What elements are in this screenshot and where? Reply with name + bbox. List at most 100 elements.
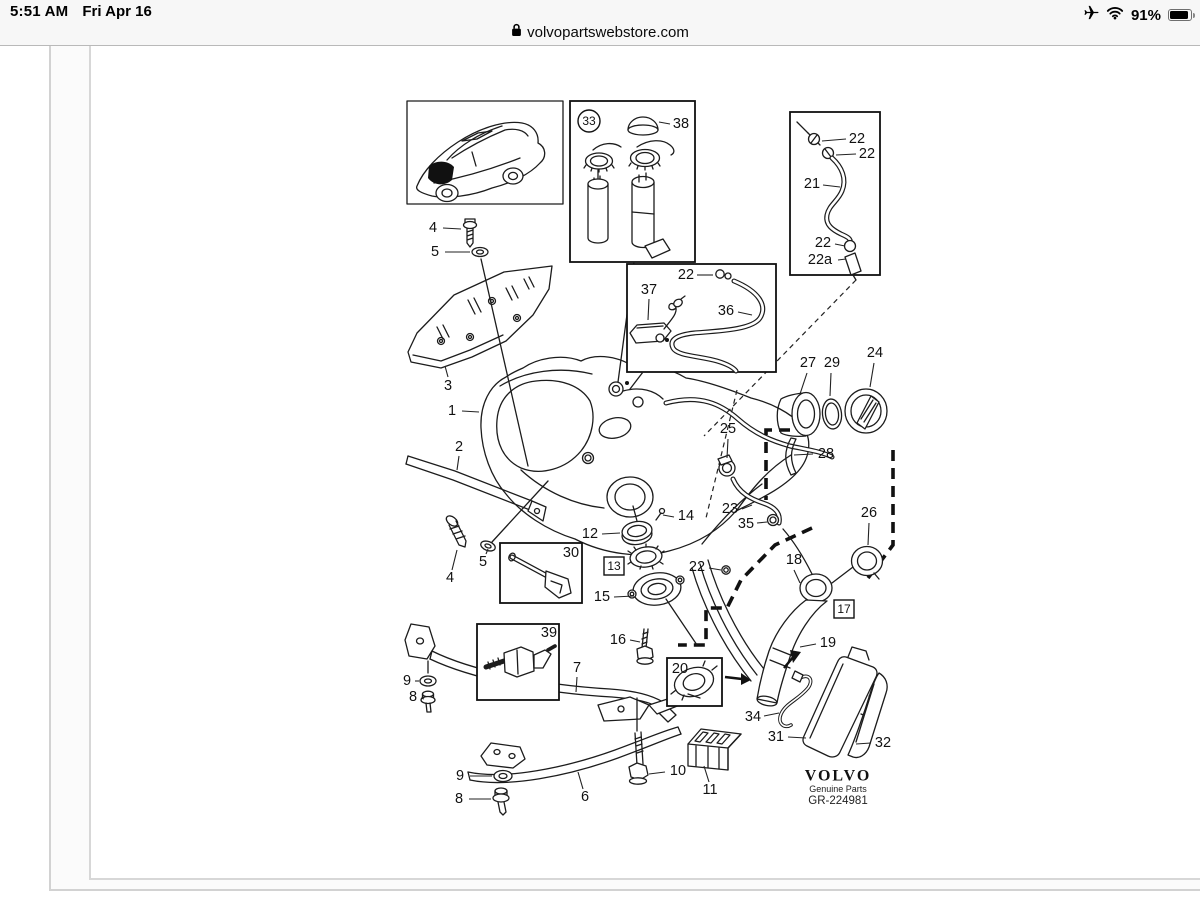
callout-22a: 22a <box>808 252 847 268</box>
status-left: 5:51 AM Fri Apr 16 <box>10 3 152 20</box>
callout-34: 34 <box>745 709 780 725</box>
svg-text:22: 22 <box>678 267 694 283</box>
svg-text:28: 28 <box>818 446 834 462</box>
svg-text:8: 8 <box>409 689 417 705</box>
address-bar[interactable]: volvopartswebstore.com <box>0 20 1200 44</box>
straps-hardware-drawing <box>404 623 742 816</box>
browser-chrome: 5:51 AM Fri Apr 16 91% <box>0 0 1200 46</box>
svg-text:1: 1 <box>448 403 456 419</box>
svg-text:18: 18 <box>786 552 802 568</box>
part30-inset <box>499 542 583 604</box>
svg-text:38: 38 <box>673 116 689 132</box>
callout-21: 21 <box>804 176 841 192</box>
evap-hose-inset <box>626 263 777 390</box>
callout-1: 1 <box>448 403 480 419</box>
svg-text:9: 9 <box>403 673 411 689</box>
volvo-logo: VOLVO Genuine Parts GR-224981 <box>805 768 870 808</box>
callout-9: 9 <box>456 768 492 784</box>
svg-text:39: 39 <box>541 625 557 641</box>
callout-14: 14 <box>662 508 694 524</box>
clock: 5:51 AM <box>10 3 69 20</box>
svg-text:7: 7 <box>573 660 581 676</box>
filler-assembly-drawing <box>691 388 888 707</box>
svg-text:5: 5 <box>479 554 487 570</box>
svg-text:20: 20 <box>672 661 688 677</box>
bolt-washer-lower-drawing <box>445 480 549 552</box>
drawing-number: GR-224981 <box>808 795 867 807</box>
callout-17: 17 <box>833 599 855 619</box>
callout-10: 10 <box>648 763 686 779</box>
svg-text:3: 3 <box>444 378 452 394</box>
callout-6: 6 <box>577 771 589 805</box>
car-location-inset <box>406 100 564 205</box>
svg-text:31: 31 <box>768 729 784 745</box>
svg-text:22: 22 <box>859 146 875 162</box>
fuel-tank-drawing <box>480 355 835 556</box>
callout-11: 11 <box>702 765 718 798</box>
svg-text:4: 4 <box>429 220 437 236</box>
svg-text:11: 11 <box>702 782 717 798</box>
svg-text:27: 27 <box>800 355 816 371</box>
callout-26: 26 <box>861 505 877 546</box>
svg-text:23: 23 <box>722 501 738 517</box>
callout-2: 2 <box>455 439 463 471</box>
svg-text:10: 10 <box>670 763 686 779</box>
callout-39: 39 <box>541 625 557 641</box>
svg-text:26: 26 <box>861 505 877 521</box>
svg-text:2: 2 <box>455 439 463 455</box>
callout-35: 35 <box>738 516 768 532</box>
svg-text:16: 16 <box>610 632 626 648</box>
svg-text:34: 34 <box>745 709 761 725</box>
svg-text:33: 33 <box>582 114 596 128</box>
svg-text:12: 12 <box>582 526 598 542</box>
callout-29: 29 <box>824 355 840 397</box>
part20-inset <box>666 657 723 707</box>
callout-24: 24 <box>867 345 883 388</box>
svg-text:36: 36 <box>718 303 734 319</box>
svg-text:22a: 22a <box>808 252 833 268</box>
callout-5: 5 <box>431 244 470 260</box>
callout-32: 32 <box>855 735 891 751</box>
airplane-mode-icon <box>1082 4 1099 26</box>
callout-22: 22 <box>821 131 865 147</box>
callout-37: 37 <box>641 282 657 321</box>
bolt-washer-upper-drawing <box>462 218 529 467</box>
callout-9: 9 <box>403 673 419 689</box>
svg-text:15: 15 <box>594 589 610 605</box>
callout-25: 25 <box>720 421 736 459</box>
battery-icon <box>1168 9 1195 21</box>
callout-13: 13 <box>603 556 625 576</box>
callout-20: 20 <box>672 661 688 677</box>
fuel-line-inset <box>789 111 881 281</box>
svg-text:30: 30 <box>563 545 579 561</box>
svg-text:22: 22 <box>849 131 865 147</box>
callout-5: 5 <box>479 548 489 570</box>
svg-text:24: 24 <box>867 345 883 361</box>
callout-8: 8 <box>455 791 491 807</box>
svg-text:25: 25 <box>720 421 736 437</box>
svg-text:21: 21 <box>804 176 820 192</box>
callout-4: 4 <box>446 549 458 586</box>
battery-fill <box>1170 11 1189 19</box>
svg-text:37: 37 <box>641 282 657 298</box>
svg-text:22: 22 <box>689 559 705 575</box>
date: Fri Apr 16 <box>82 3 152 20</box>
svg-text:9: 9 <box>456 768 464 784</box>
callout-23: 23 <box>722 501 753 517</box>
callout-8: 8 <box>409 689 425 705</box>
tank-strap2-drawing <box>405 455 547 522</box>
clip-and-arrows-drawing <box>724 650 813 729</box>
url-text[interactable]: volvopartswebstore.com <box>527 23 689 41</box>
callout-36: 36 <box>718 303 753 319</box>
callout-7: 7 <box>573 660 581 693</box>
svg-text:32: 32 <box>875 735 891 751</box>
callout-30: 30 <box>563 545 579 561</box>
svg-text:35: 35 <box>738 516 754 532</box>
status-right: 91% <box>1082 4 1195 26</box>
svg-text:4: 4 <box>446 570 454 586</box>
callout-22: 22 <box>835 146 875 162</box>
part39-inset <box>476 623 560 701</box>
